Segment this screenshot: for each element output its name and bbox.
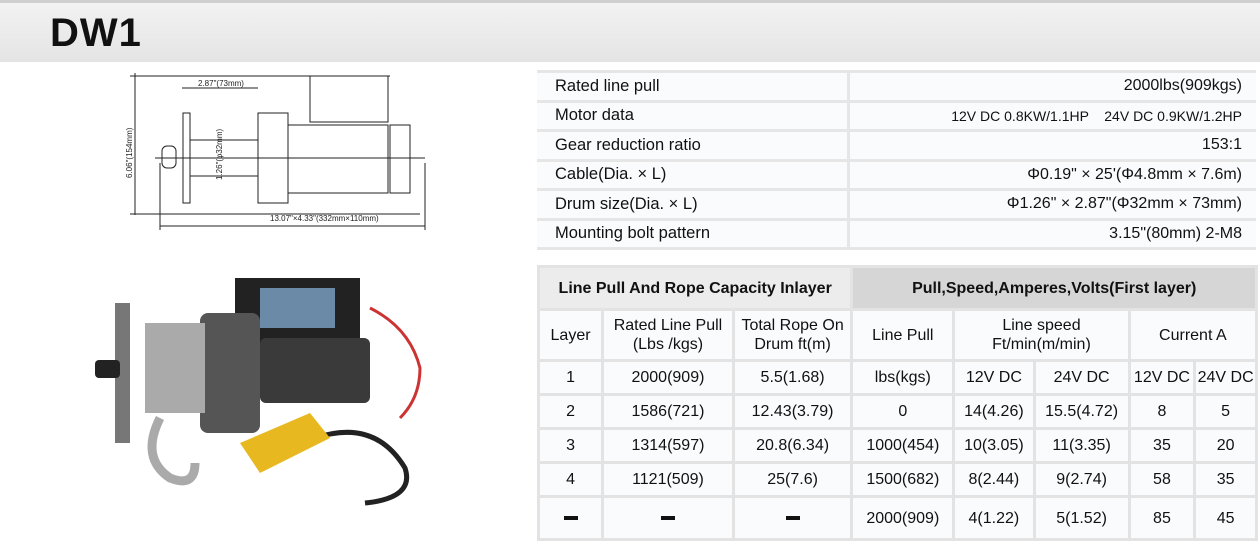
spec-label: Cable(Dia. × L) — [537, 161, 850, 188]
group-header-performance: Pull,Speed,Amperes,Volts(First layer) — [853, 268, 1255, 308]
table-cell: 2000(909) — [604, 362, 732, 393]
table-cell: 2000(909) — [853, 498, 953, 538]
header-text: (Lbs /kgs) — [632, 336, 704, 353]
table-cell: 12V DC — [1130, 362, 1194, 393]
table-cell: 4 — [540, 464, 602, 495]
header-text: Rated Line Pull — [613, 317, 723, 334]
table-cell: 45 — [1196, 498, 1255, 538]
table-cell — [540, 498, 602, 538]
table-cell: 24V DC — [1196, 362, 1255, 393]
table-cell: 2 — [540, 396, 602, 427]
table-cell — [604, 498, 732, 538]
spec-label: Drum size(Dia. × L) — [537, 191, 850, 218]
table-cell: 5(1.52) — [1035, 498, 1128, 538]
model-title: DW1 — [50, 11, 142, 55]
table-cell: 1000(454) — [853, 430, 953, 461]
table-cell: 25(7.6) — [734, 464, 851, 495]
table-cell: 20.8(6.34) — [734, 430, 851, 461]
table-cell: 8(2.44) — [955, 464, 1033, 495]
table-cell: 11(3.35) — [1035, 430, 1128, 461]
overall-length-label: 13.07"×4.33"(332mm×110mm) — [270, 214, 379, 223]
table-cell: 4(1.22) — [955, 498, 1033, 538]
drum-diameter-label: 1.26"(φ32mm) — [215, 129, 224, 180]
spec-row: Drum size(Dia. × L)Φ1.26" × 2.87"(Φ32mm … — [537, 191, 1256, 218]
table-cell: 20 — [1196, 430, 1255, 461]
header-total-rope: Total Rope On Drum ft(m) — [734, 311, 851, 359]
header-rated-pull: Rated Line Pull (Lbs /kgs) — [604, 311, 732, 359]
table-cell: 1121(509) — [604, 464, 732, 495]
winch-photo — [95, 278, 422, 506]
dimension-drawing: 2.87"(73mm) 13.07"×4.33"(332mm×110mm) 6.… — [125, 73, 426, 230]
spec-row: Cable(Dia. × L)Φ0.19" × 25'(Φ4.8mm × 7.6… — [537, 161, 1256, 188]
table-cell: 12.43(3.79) — [734, 396, 851, 427]
spec-label: Motor data — [537, 102, 850, 129]
spec-value: 3.15"(80mm) 2-M8 — [850, 220, 1256, 247]
spec-value: 153:1 — [850, 132, 1256, 159]
table-cell: 9(2.74) — [1035, 464, 1128, 495]
table-cell: 1586(721) — [604, 396, 732, 427]
spec-value: Φ0.19" × 25'(Φ4.8mm × 7.6m) — [850, 161, 1256, 188]
spec-label: Rated line pull — [537, 73, 850, 100]
spec-value: 12V DC 0.8KW/1.1HP 24V DC 0.9KW/1.2HP — [850, 102, 1256, 129]
header-line-pull: Line Pull — [853, 311, 953, 359]
table-cell: 0 — [853, 396, 953, 427]
table-cell: 1500(682) — [853, 464, 953, 495]
dash-mark — [563, 516, 578, 521]
table-cell: 58 — [1130, 464, 1194, 495]
table-cell: 85 — [1130, 498, 1194, 538]
dash-mark — [785, 516, 800, 521]
table-cell: 3 — [540, 430, 602, 461]
table-cell: 5 — [1196, 396, 1255, 427]
table-cell: 15.5(4.72) — [1035, 396, 1128, 427]
header-text: Total Rope On — [741, 317, 844, 334]
table-cell: 35 — [1196, 464, 1255, 495]
header-text: Drum ft(m) — [754, 336, 831, 353]
table-cell: 1314(597) — [604, 430, 732, 461]
spec-label: Gear reduction ratio — [537, 132, 850, 159]
table-cell: 24V DC — [1035, 362, 1128, 393]
drum-length-label: 2.87"(73mm) — [198, 79, 244, 88]
height-label: 6.06"(154mm) — [125, 127, 134, 178]
header-text: Line speed — [1002, 317, 1081, 334]
performance-table: Line Pull And Rope Capacity Inlayer Pull… — [537, 265, 1258, 541]
table-cell: 10(3.05) — [955, 430, 1033, 461]
header-layer: Layer — [540, 311, 602, 359]
header-current: Current A — [1130, 311, 1255, 359]
table-cell: 8 — [1130, 396, 1194, 427]
dash-mark — [660, 516, 675, 521]
title-bar: DW1 — [0, 0, 1260, 62]
table-cell: lbs(kgs) — [853, 362, 953, 393]
group-header-capacity: Line Pull And Rope Capacity Inlayer — [540, 268, 851, 308]
table-cell: 35 — [1130, 430, 1194, 461]
table-cell: 12V DC — [955, 362, 1033, 393]
table-cell — [734, 498, 851, 538]
table-cell: 14(4.26) — [955, 396, 1033, 427]
spec-value: Φ1.26" × 2.87"(Φ32mm × 73mm) — [850, 191, 1256, 218]
spec-value: 2000lbs(909kgs) — [850, 73, 1256, 100]
table-cell: 5.5(1.68) — [734, 362, 851, 393]
spec-label: Mounting bolt pattern — [537, 220, 850, 247]
table-cell: 1 — [540, 362, 602, 393]
header-text: Ft/min(m/min) — [992, 336, 1091, 353]
